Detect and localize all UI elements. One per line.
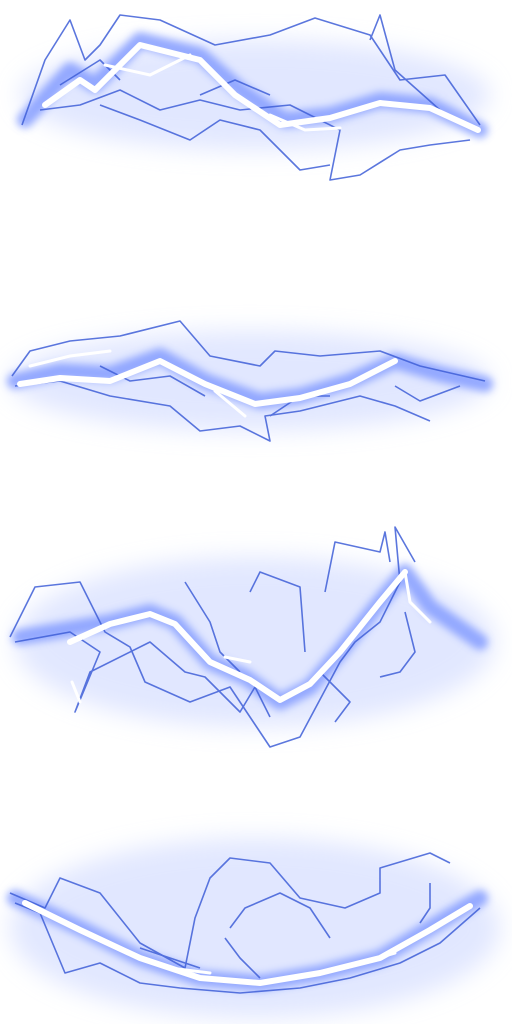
white-core-inner	[70, 570, 432, 704]
glow-haze	[10, 838, 500, 1018]
lightning-frame-1	[0, 0, 512, 256]
white-core	[17, 358, 398, 407]
outline-strands	[9, 526, 416, 748]
outline-strands	[21, 14, 481, 181]
lightning-frame-2	[0, 256, 512, 512]
white-core	[42, 42, 481, 133]
lightning-bolt-4-graphic	[7, 838, 500, 1018]
lightning-bolt-2-graphic	[7, 320, 493, 442]
white-core	[67, 569, 408, 703]
outline-strands	[11, 320, 486, 442]
glow-haze	[10, 331, 490, 431]
white-core-inner	[103, 53, 342, 132]
lightning-frame-4	[0, 768, 512, 1024]
lightning-frame-3	[0, 512, 512, 768]
white-core-inner	[168, 951, 397, 975]
lightning-bolt-1-graphic	[17, 14, 490, 181]
white-core-inner	[28, 349, 247, 418]
outline-strands	[9, 852, 481, 994]
white-core	[22, 900, 473, 986]
lightning-bolt-3-graphic	[9, 526, 495, 748]
